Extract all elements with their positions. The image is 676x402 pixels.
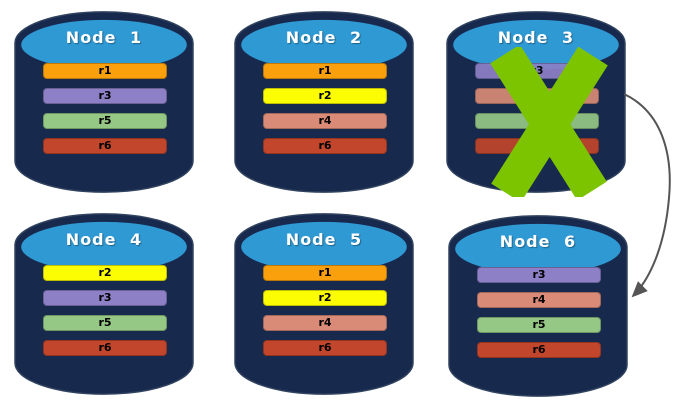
- replica-list: r3 r4 r5 r6: [477, 267, 601, 367]
- replica-bar: r4: [263, 315, 387, 331]
- node-2: Node 2 r1 r2 r4 r6: [234, 8, 414, 196]
- node-title: Node 6: [499, 232, 577, 251]
- replica-bar: r3: [43, 290, 167, 306]
- replica-bar: r3: [477, 267, 601, 283]
- node-3: Node 3 r3 r4 r5 r6: [446, 8, 626, 196]
- node-title: Node 3: [497, 28, 575, 47]
- replica-bar: r6: [43, 340, 167, 356]
- node-title: Node 4: [65, 230, 143, 249]
- node-title: Node 1: [65, 28, 143, 47]
- node-1: Node 1 r1 r3 r5 r6: [14, 8, 194, 196]
- replica-bar: r2: [43, 265, 167, 281]
- node-6: Node 6 r3 r4 r5 r6: [448, 212, 628, 400]
- replica-bar: r5: [477, 317, 601, 333]
- replica-list: r1 r3 r5 r6: [43, 63, 167, 163]
- replica-bar: r2: [263, 290, 387, 306]
- replica-bar: r5: [475, 113, 599, 129]
- replica-bar: r4: [263, 113, 387, 129]
- replica-bar: r3: [475, 63, 599, 79]
- replica-bar: r1: [43, 63, 167, 79]
- replica-list: r2 r3 r5 r6: [43, 265, 167, 365]
- replica-bar: r1: [263, 63, 387, 79]
- node-5: Node 5 r1 r2 r4 r6: [234, 210, 414, 398]
- node-title: Node 2: [285, 28, 363, 47]
- node-4: Node 4 r2 r3 r5 r6: [14, 210, 194, 398]
- replica-list: r1 r2 r4 r6: [263, 63, 387, 163]
- replica-bar: r6: [263, 138, 387, 154]
- replica-bar: r6: [477, 342, 601, 358]
- replica-list: r1 r2 r4 r6: [263, 265, 387, 365]
- replica-bar: r5: [43, 315, 167, 331]
- replica-bar: r6: [263, 340, 387, 356]
- replica-bar: r3: [43, 88, 167, 104]
- replica-bar: r6: [475, 138, 599, 154]
- replica-bar: r4: [477, 292, 601, 308]
- replica-bar: r4: [475, 88, 599, 104]
- replica-list: r3 r4 r5 r6: [475, 63, 599, 163]
- replica-bar: r5: [43, 113, 167, 129]
- replica-bar: r1: [263, 265, 387, 281]
- replica-bar: r6: [43, 138, 167, 154]
- node-title: Node 5: [285, 230, 363, 249]
- replica-bar: r2: [263, 88, 387, 104]
